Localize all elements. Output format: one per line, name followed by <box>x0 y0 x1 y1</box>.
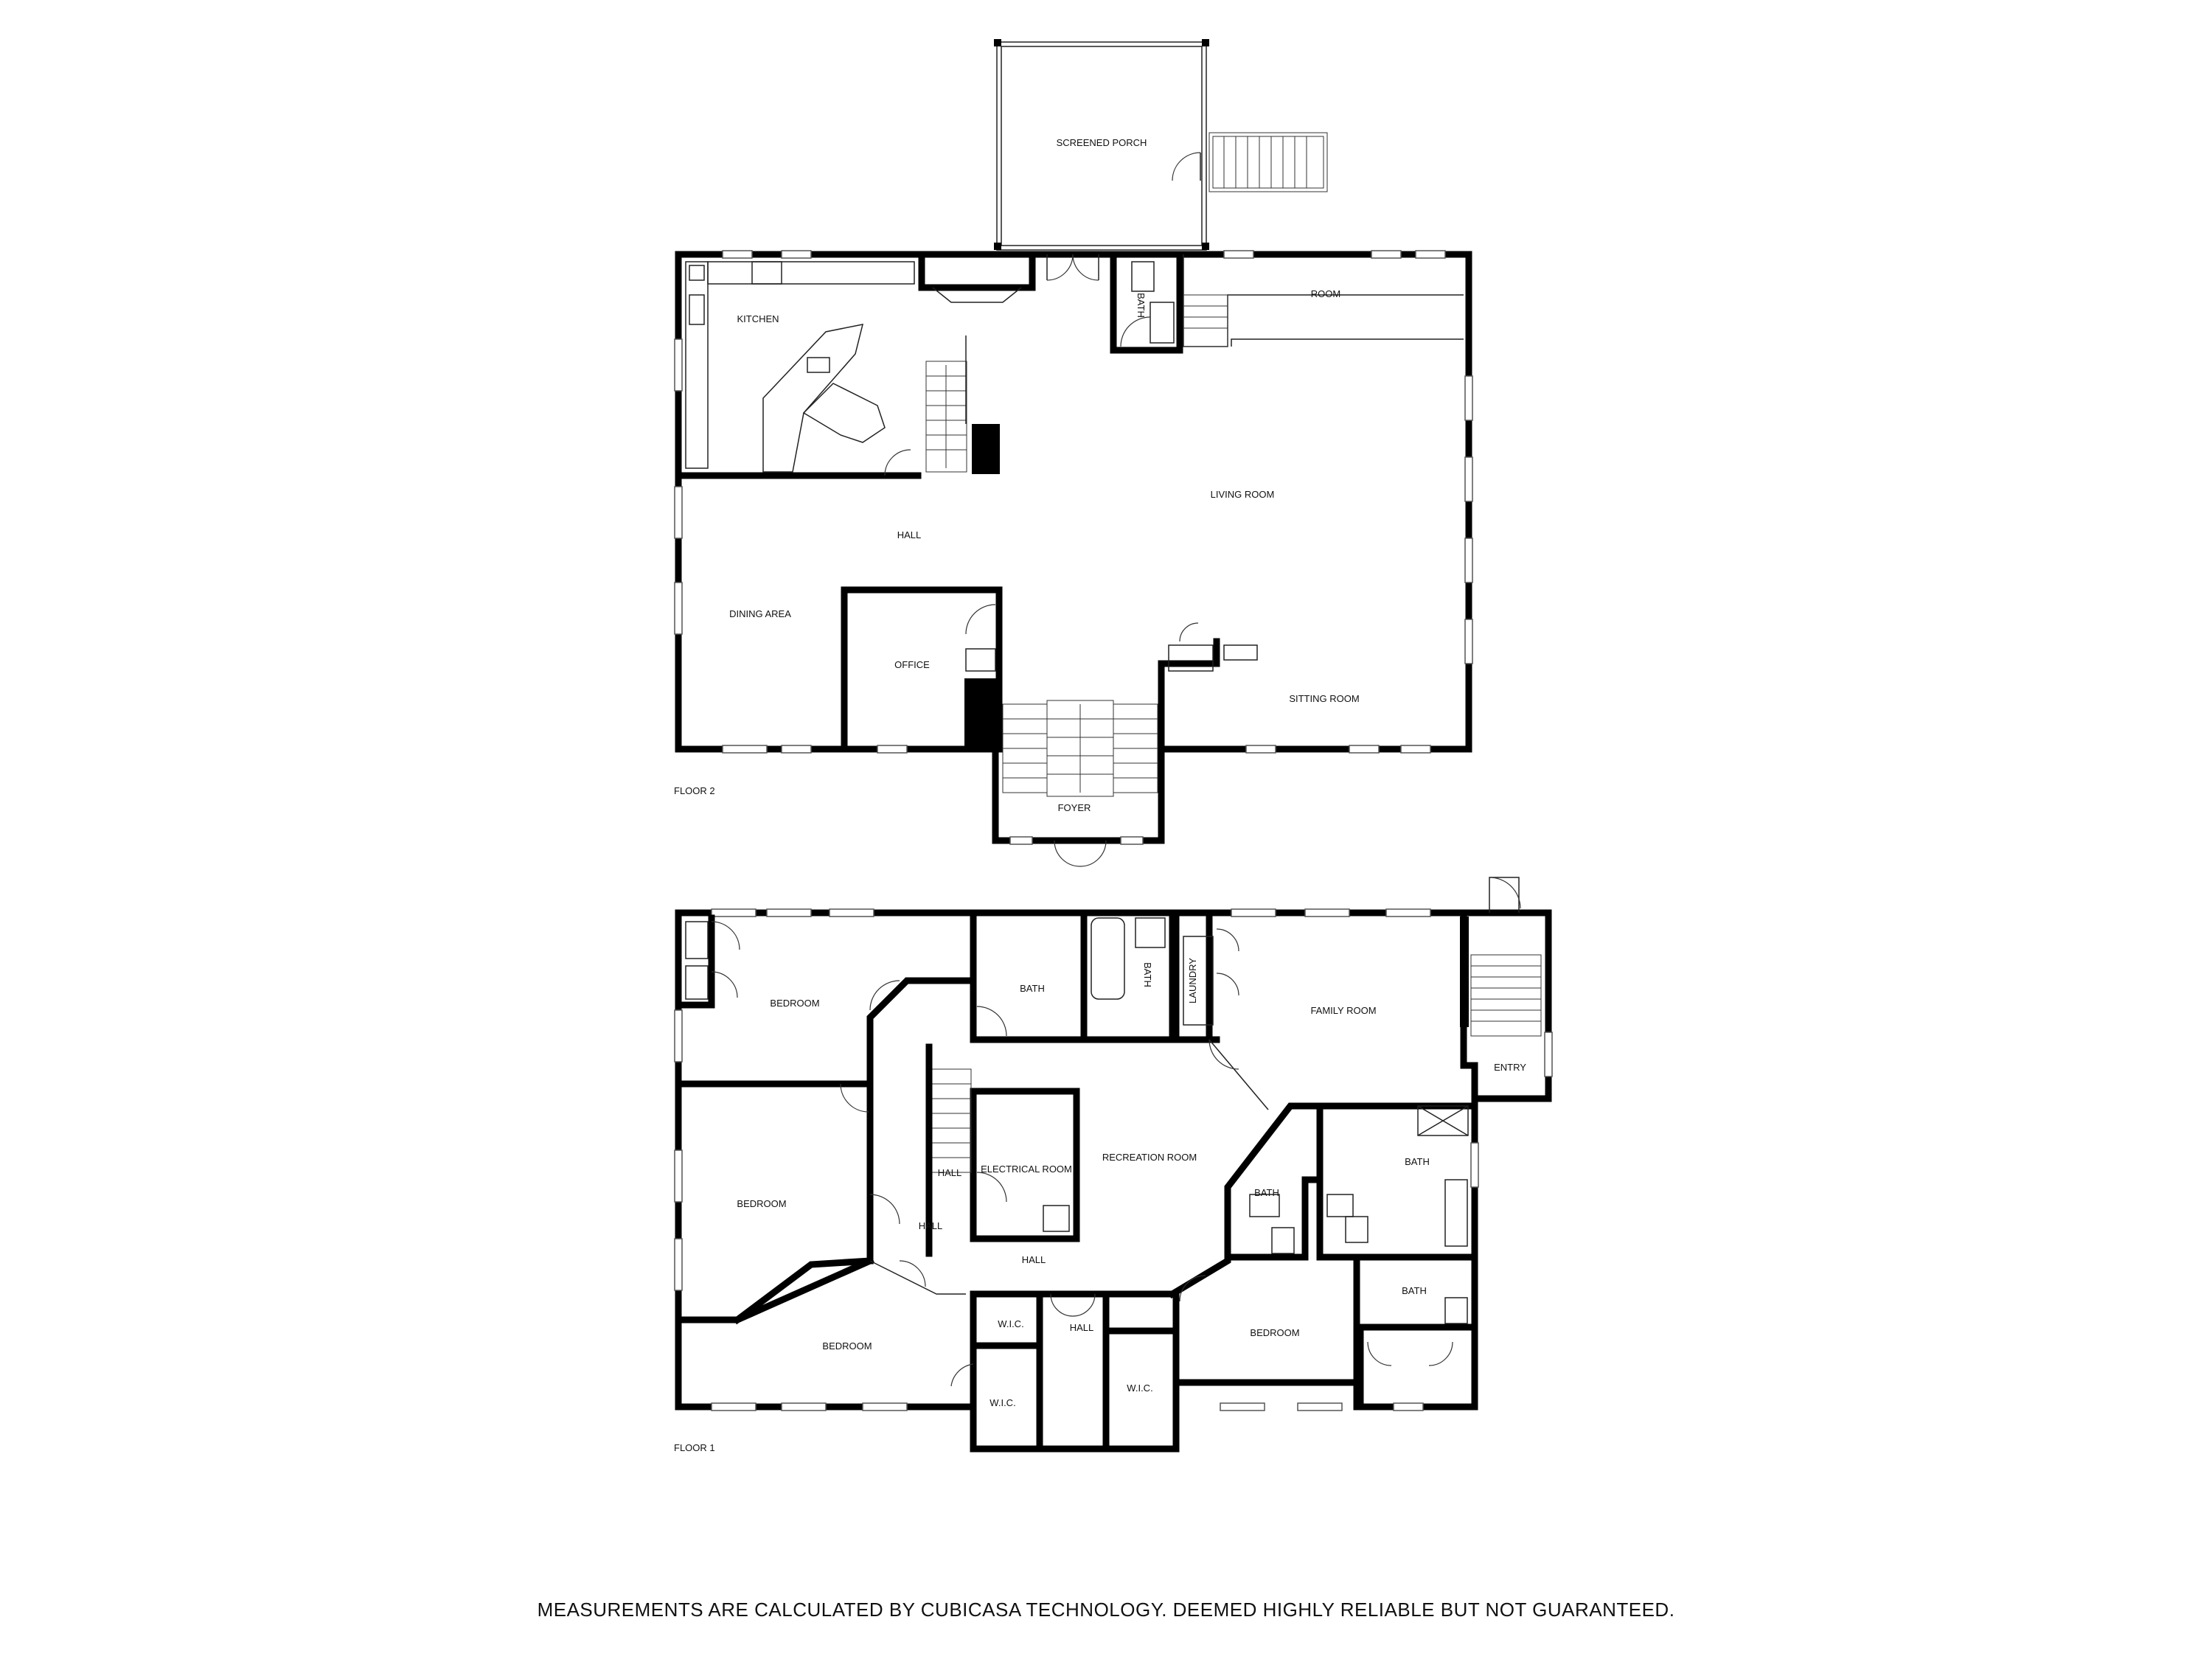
floor-2-title: FLOOR 2 <box>674 785 715 796</box>
floor-1-windows <box>674 877 1553 1411</box>
screened-porch-structure <box>994 39 1209 251</box>
foyer-stairs <box>1002 622 1258 867</box>
electrical-room-label: ELECTRICAL ROOM <box>981 1164 1072 1175</box>
floor-2-hall-label: HALL <box>897 529 922 540</box>
wic-2-label: W.I.C. <box>990 1397 1015 1408</box>
entry-label: ENTRY <box>1494 1062 1526 1073</box>
tub-bath-fixtures <box>1091 917 1166 1000</box>
kitchen-structure <box>675 251 1036 479</box>
bath-fixtures <box>1249 1179 1468 1324</box>
office-structure <box>841 586 1003 753</box>
room-structure <box>1183 254 1464 347</box>
family-room-label: FAMILY ROOM <box>1310 1005 1376 1016</box>
floor-2-plan: SCREENED PORCH KITCHEN BATH ROOM LIVING … <box>674 39 1473 867</box>
floor-1-plan: BEDROOM BATH BATH LAUNDRY FAMILY ROOM EN… <box>674 877 1553 1453</box>
bedroom-se-label: BEDROOM <box>1250 1327 1299 1338</box>
recreation-room-label: RECREATION ROOM <box>1102 1152 1197 1163</box>
porch-stairs <box>1208 132 1328 192</box>
disclaimer-text: MEASUREMENTS ARE CALCULATED BY CUBICASA … <box>537 1599 1675 1621</box>
room-label: ROOM <box>1311 288 1340 299</box>
sitting-room-label: SITTING ROOM <box>1289 693 1359 704</box>
bath-tub-label: BATH <box>1142 962 1153 987</box>
porch-doors <box>1046 254 1099 281</box>
floor-2-bath-structure <box>1110 251 1183 354</box>
hall-c-label: HALL <box>1070 1322 1094 1333</box>
hall-stair-label: HALL <box>938 1167 962 1178</box>
floor-1-doors <box>840 980 1453 1387</box>
bath-se-label: BATH <box>1402 1285 1427 1296</box>
entry-stairs <box>1470 954 1542 1037</box>
floor-1-title: FLOOR 1 <box>674 1442 715 1453</box>
bath-c-label: BATH <box>1254 1187 1279 1198</box>
living-room-label: LIVING ROOM <box>1211 489 1275 500</box>
bedroom-sw-label: BEDROOM <box>822 1340 872 1352</box>
wic-1-label: W.I.C. <box>998 1318 1023 1329</box>
bedroom-nw-label: BEDROOM <box>770 998 819 1009</box>
office-label: OFFICE <box>894 659 930 670</box>
bedroom-nw-closets <box>675 914 740 1009</box>
hall-w-label: HALL <box>919 1220 943 1231</box>
screened-porch-label: SCREENED PORCH <box>1057 137 1147 148</box>
bath-e-label: BATH <box>1405 1156 1430 1167</box>
floor-2-bath-label: BATH <box>1135 293 1147 318</box>
hall-s-label: HALL <box>1022 1254 1046 1265</box>
floor-2-center-stair <box>925 335 1000 474</box>
wic-3-label: W.I.C. <box>1127 1382 1152 1394</box>
bedroom-w-label: BEDROOM <box>737 1198 786 1209</box>
laundry-structure <box>1172 909 1469 1070</box>
kitchen-label: KITCHEN <box>737 313 779 324</box>
laundry-label: LAUNDRY <box>1187 958 1198 1004</box>
floor-2-windows <box>674 250 1473 845</box>
dining-area-label: DINING AREA <box>729 608 791 619</box>
floor-1-interior-walls <box>675 909 1475 1453</box>
foyer-label: FOYER <box>1058 802 1091 813</box>
floor-1-exterior-walls <box>675 909 1552 1453</box>
bath-n-label: BATH <box>1020 983 1045 994</box>
electrical-room-structure <box>925 1043 1080 1257</box>
